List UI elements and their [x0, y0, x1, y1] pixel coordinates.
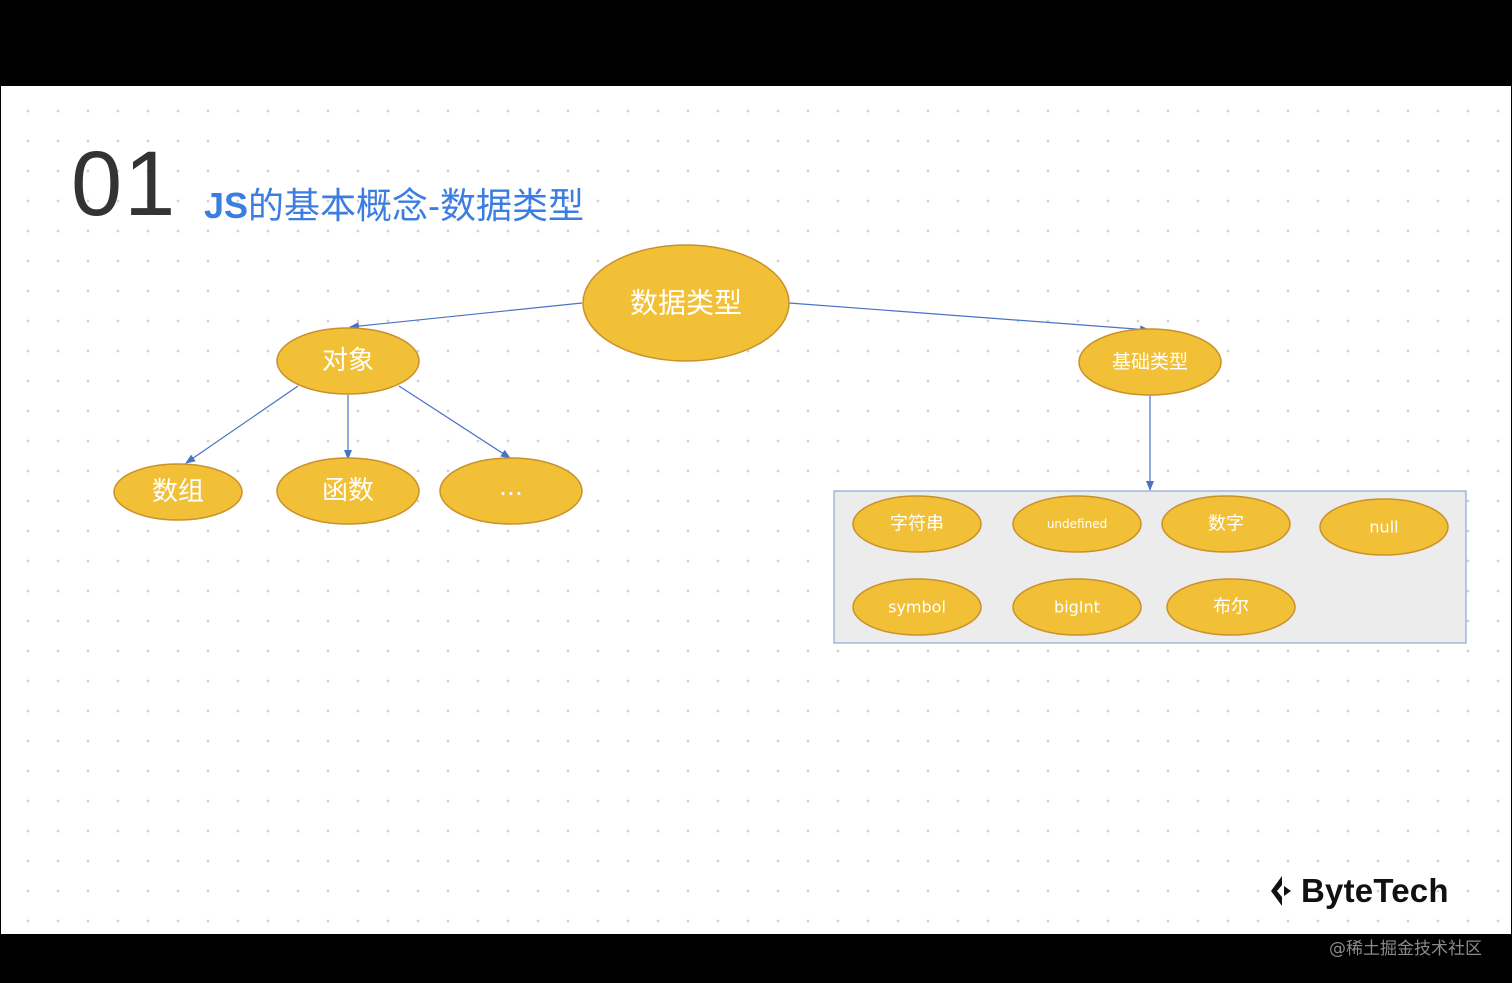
node-basic-label: 基础类型 — [1112, 351, 1188, 373]
node-object-label: 对象 — [322, 346, 374, 376]
node-string-label: 字符串 — [890, 514, 944, 535]
node-array-label: 数组 — [152, 477, 204, 507]
brand-name: ByteTech — [1301, 872, 1449, 909]
node-root-label: 数据类型 — [630, 287, 742, 320]
node-number: 数字 — [1161, 495, 1291, 553]
node-more: … — [439, 457, 583, 525]
slide-title-rest: 的基本概念-数据类型 — [248, 185, 585, 226]
node-symbol-label: symbol — [888, 598, 946, 617]
brand: ByteTech — [1269, 872, 1449, 910]
node-number-label: 数字 — [1208, 514, 1244, 535]
slide-title-prefix: JS — [204, 185, 249, 226]
data-type-diagram: 数据类型 对象 基础类型 数组 函数 … 字符串 — [113, 244, 1467, 644]
edge-root-object — [349, 302, 583, 331]
node-function: 函数 — [276, 457, 420, 525]
node-string: 字符串 — [852, 495, 982, 553]
node-symbol: symbol — [852, 578, 982, 636]
node-basic: 基础类型 — [1078, 328, 1222, 396]
slide-title: JS的基本概念-数据类型 — [204, 186, 584, 226]
node-boolean: 布尔 — [1166, 578, 1296, 636]
node-bigint: bigInt — [1012, 578, 1142, 636]
bytetech-logo-icon — [1271, 876, 1291, 906]
edge-object-array — [185, 385, 299, 464]
node-bigint-label: bigInt — [1054, 598, 1100, 617]
watermark: @稀土掘金技术社区 — [1329, 939, 1482, 959]
node-undefined: undefined — [1012, 495, 1142, 553]
node-null: null — [1319, 498, 1449, 556]
node-boolean-label: 布尔 — [1213, 597, 1249, 618]
node-array: 数组 — [113, 463, 243, 521]
node-object: 对象 — [276, 327, 420, 395]
slide-number: 01 — [71, 133, 178, 235]
node-function-label: 函数 — [322, 476, 374, 506]
node-null-label: null — [1369, 518, 1398, 537]
node-undefined-label: undefined — [1047, 517, 1107, 531]
node-more-label: … — [499, 473, 523, 501]
edge-root-basic — [788, 302, 1150, 334]
edges — [185, 302, 1154, 491]
node-root: 数据类型 — [582, 244, 790, 362]
slide: 01 JS的基本概念-数据类型 数据类型 对象 — [1, 86, 1511, 934]
edge-object-more — [398, 385, 511, 459]
